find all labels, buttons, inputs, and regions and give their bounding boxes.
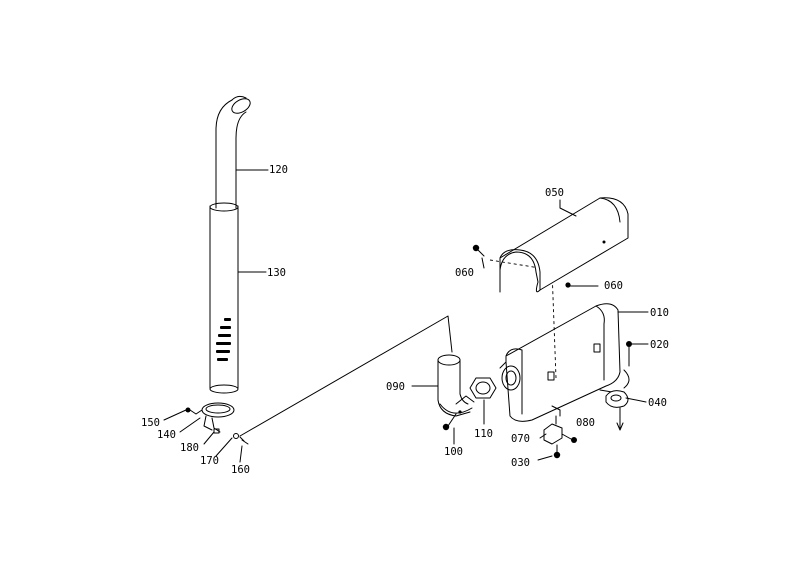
callout-040: 040 xyxy=(648,397,667,409)
callout-120: 120 xyxy=(269,164,288,176)
callout-110: 110 xyxy=(474,428,493,440)
callout-020: 020 xyxy=(650,339,669,351)
callout-060-left: 060 xyxy=(455,267,474,279)
screw-060-left xyxy=(472,244,485,257)
bolt-080 xyxy=(561,433,577,443)
callout-100: 100 xyxy=(444,446,463,458)
leader-lines xyxy=(163,169,649,463)
muffler-010 xyxy=(499,303,621,422)
callout-160: 160 xyxy=(231,464,250,476)
connector-line xyxy=(239,315,453,437)
bolt-020 xyxy=(626,341,632,367)
elbow-090 xyxy=(437,354,475,417)
pipe-130 xyxy=(209,202,239,394)
bolt-100 xyxy=(442,413,457,431)
cover-050 xyxy=(499,197,629,293)
pipe-slots xyxy=(216,318,231,361)
clamp-assembly xyxy=(185,402,249,445)
callout-010: 010 xyxy=(650,307,669,319)
nut-030 xyxy=(553,444,561,459)
bracket-070 xyxy=(543,415,563,445)
callout-090: 090 xyxy=(386,381,405,393)
callout-060-right: 060 xyxy=(604,280,623,292)
callout-080: 080 xyxy=(576,417,595,429)
callout-170: 170 xyxy=(200,455,219,467)
tail-pipe-120 xyxy=(215,95,251,209)
callout-050: 050 xyxy=(545,187,564,199)
callout-180: 180 xyxy=(180,442,199,454)
callout-030: 030 xyxy=(511,457,530,469)
callout-140: 140 xyxy=(157,429,176,441)
callout-130: 130 xyxy=(267,267,286,279)
gasket-110 xyxy=(469,377,497,399)
part-callouts: 120 130 050 060 060 010 020 090 040 110 … xyxy=(141,164,669,476)
callout-070: 070 xyxy=(511,433,530,445)
callout-150: 150 xyxy=(141,417,160,429)
flange-040 xyxy=(605,369,630,431)
screw-060-right xyxy=(565,282,571,288)
